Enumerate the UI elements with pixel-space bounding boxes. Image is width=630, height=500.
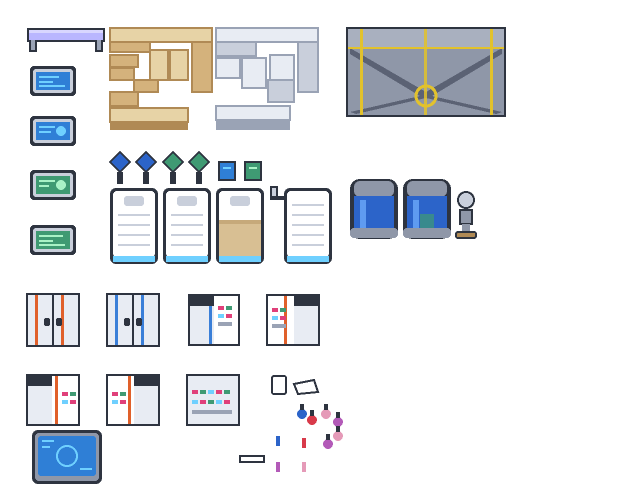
- cabinet-orange-wide: [106, 374, 160, 426]
- paper-card: [271, 375, 287, 395]
- metal-counter-set: [215, 27, 319, 130]
- crystal-diamond-blue-1: [108, 150, 132, 184]
- paper-sheet: [292, 378, 320, 396]
- medical-bed-1: [110, 188, 158, 264]
- wood-counter-set: [109, 27, 213, 130]
- holo-console: [32, 430, 102, 484]
- lavender-table-top: [27, 28, 105, 52]
- medical-bed-3-tan: [216, 188, 264, 264]
- shelf-supplies: [186, 374, 240, 426]
- locker-blue: [106, 293, 160, 347]
- wall-monitor-blue-2: [30, 116, 76, 146]
- medical-bed-2: [163, 188, 211, 264]
- cabinet-blue-stripe: [188, 294, 240, 346]
- hologram-pedestal: [455, 191, 477, 239]
- wall-monitor-blue-1: [30, 66, 76, 96]
- locker-orange: [26, 293, 80, 347]
- medical-bed-4-lamp: [270, 186, 332, 264]
- stasis-tank-2: [403, 179, 451, 239]
- cabinet-orange-stripe: [266, 294, 320, 346]
- flask-cluster: [297, 404, 343, 449]
- blast-door-panel: [346, 27, 506, 117]
- slide-tray: [239, 455, 265, 463]
- mini-screen-green: [244, 161, 262, 181]
- stasis-tank-1: [350, 179, 398, 239]
- mini-screen-blue: [218, 161, 236, 181]
- cabinet-orange-tall: [26, 374, 80, 426]
- crystal-diamond-blue-2: [134, 150, 158, 184]
- crystal-diamond-green-2: [187, 150, 211, 184]
- crystal-diamond-green-1: [161, 150, 185, 184]
- wall-monitor-green-1: [30, 170, 76, 200]
- wall-monitor-green-2: [30, 225, 76, 255]
- vial-set: [276, 436, 306, 472]
